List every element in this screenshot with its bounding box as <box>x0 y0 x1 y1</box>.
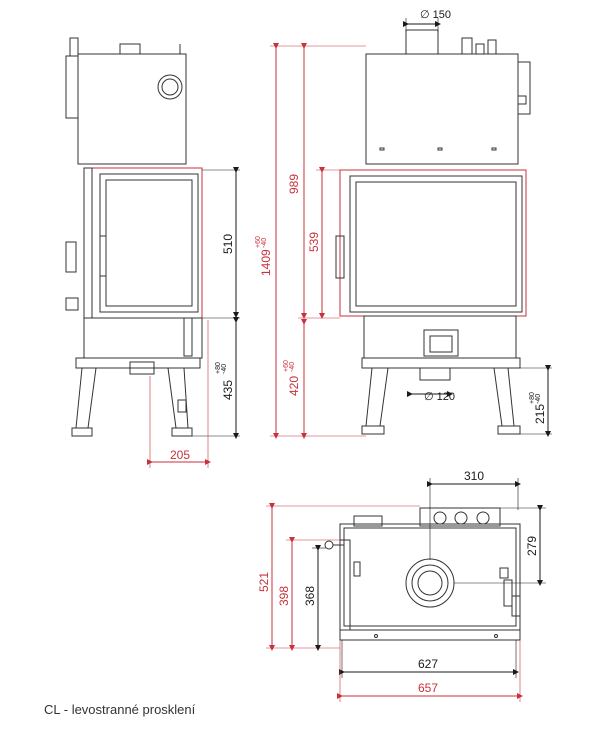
dim-front-1409-tol-minus: -40 <box>261 238 268 248</box>
dim-front-420-tol-minus: -40 <box>289 362 296 372</box>
dim-plan-368: 368 <box>303 586 317 606</box>
dim-front-1409-tol-plus: +60 <box>255 236 262 248</box>
dim-side-435-tol-plus: +80 <box>215 362 222 374</box>
dim-plan-310: 310 <box>464 469 484 483</box>
side-view <box>65 37 203 437</box>
dim-front-420: 420 <box>287 376 301 396</box>
side-view-dimensions <box>147 167 240 468</box>
dim-front-989: 989 <box>287 174 301 194</box>
front-view <box>335 29 531 435</box>
dim-side-435: 435 <box>221 380 235 400</box>
front-view-dimensions <box>270 18 552 439</box>
dim-side-205: 205 <box>170 448 190 462</box>
dim-plan-627: 627 <box>418 657 438 671</box>
dim-plan-398: 398 <box>277 586 291 606</box>
plan-view-dimensions <box>266 478 546 702</box>
dim-plan-657: 657 <box>418 681 438 695</box>
drawing-caption: CL - levostranné prosklení <box>44 702 196 717</box>
dim-front-215-tol-plus: +80 <box>529 392 536 404</box>
dim-air-120: ∅ 120 <box>424 391 455 403</box>
dim-front-420-tol-plus: +60 <box>283 360 290 372</box>
plan-view <box>324 507 521 641</box>
dim-plan-521: 521 <box>257 572 271 592</box>
dim-flue-150: ∅ 150 <box>420 9 451 21</box>
dim-side-435-tol-minus: -40 <box>221 364 228 374</box>
dim-front-539: 539 <box>307 232 321 252</box>
dim-side-510: 510 <box>221 234 235 254</box>
dim-front-1409: 1409 <box>259 249 273 276</box>
dim-front-215: 215 <box>533 404 547 424</box>
dim-plan-279: 279 <box>525 536 539 556</box>
dim-front-215-tol-minus: -40 <box>535 394 542 404</box>
